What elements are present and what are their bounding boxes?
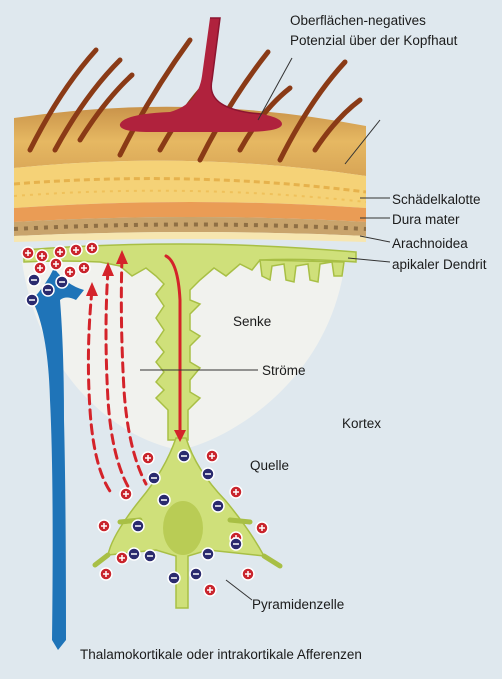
cortex-label: Kortex xyxy=(342,415,381,432)
afferents-label: Thalamokortikale oder intrakortikale Aff… xyxy=(80,646,362,663)
dura-label: Dura mater xyxy=(392,211,460,228)
skull-label: Schädelkalotte xyxy=(392,191,481,208)
pyramidal-cell-label: Pyramidenzelle xyxy=(252,596,344,613)
arachnoid-label: Arachnoidea xyxy=(392,235,468,252)
source-label: Quelle xyxy=(250,457,289,474)
apical-dendrite-label: apikaler Dendrit xyxy=(392,256,487,273)
currents-label: Ströme xyxy=(262,362,306,379)
sink-label: Senke xyxy=(233,313,271,330)
surface-potential-electrode xyxy=(120,18,282,132)
surface-potential-label: Oberflächen-negatives Potenzial über der… xyxy=(290,11,457,51)
